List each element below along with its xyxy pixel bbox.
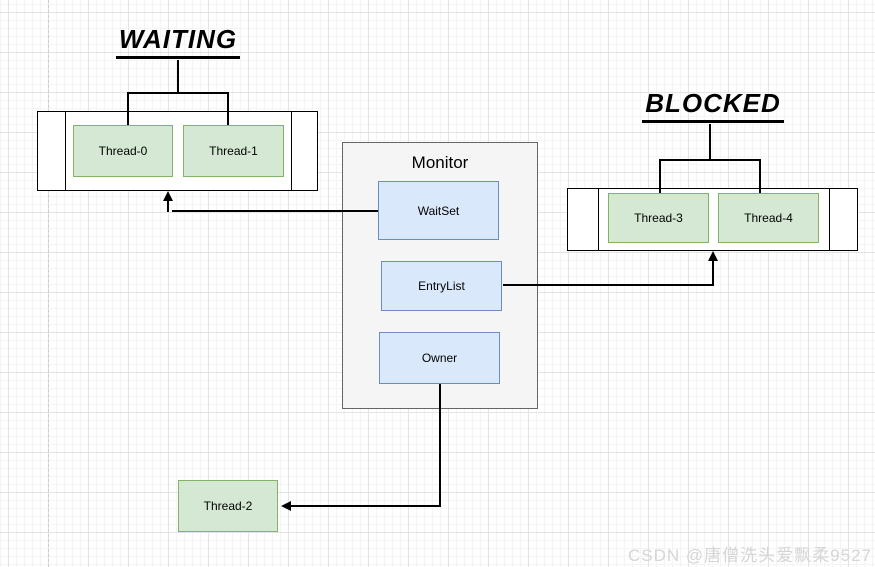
waitset-arrowhead-up-icon (163, 191, 173, 201)
owner-arrowhead-left-icon (281, 501, 291, 511)
thread-node-thread-0: Thread-0 (73, 125, 173, 177)
monitor-field-waitset: WaitSet (378, 181, 499, 240)
connector-waitset-vertical (167, 200, 169, 212)
monitor-title: Monitor (411, 153, 469, 172)
entrylist-arrowhead-up-icon (708, 251, 718, 261)
page-boundary-line (48, 0, 49, 567)
watermark-text: CSDN @唐僧洗头爱飘柔9527 (628, 546, 872, 565)
waiting-state-text: WAITING (115, 24, 241, 59)
blocked-queue-divider-left (598, 189, 599, 250)
blocked-bracket-cross (659, 159, 761, 161)
connector-waitset-horizontal (172, 210, 378, 212)
blocked-queue-divider-right (829, 189, 830, 250)
connector-entrylist-vertical (712, 260, 714, 286)
waiting-bracket-cross (127, 92, 229, 94)
blocked-bracket-drop-left (659, 159, 661, 194)
blocked-state-label: BLOCKED (633, 88, 793, 123)
connector-owner-vertical (439, 384, 441, 507)
thread-node-thread-2: Thread-2 (178, 480, 278, 532)
waiting-queue-divider-left (65, 112, 66, 190)
monitor-field-entrylist: EntryList (381, 261, 502, 311)
thread-node-thread-3: Thread-3 (608, 193, 709, 243)
thread-node-thread-4: Thread-4 (718, 193, 819, 243)
waiting-bracket-drop-right (227, 92, 229, 125)
waiting-queue-divider-right (291, 112, 292, 190)
blocked-bracket-drop-right (759, 159, 761, 194)
monitor-field-owner: Owner (379, 332, 500, 384)
blocked-state-text: BLOCKED (642, 88, 784, 123)
connector-owner-horizontal (290, 505, 441, 507)
waiting-bracket-drop-left (127, 92, 129, 125)
connector-entrylist-horizontal (503, 284, 714, 286)
waiting-state-label: WAITING (98, 24, 258, 59)
blocked-bracket-stem (709, 124, 711, 160)
thread-node-thread-1: Thread-1 (183, 125, 284, 177)
waiting-bracket-stem (177, 60, 179, 93)
